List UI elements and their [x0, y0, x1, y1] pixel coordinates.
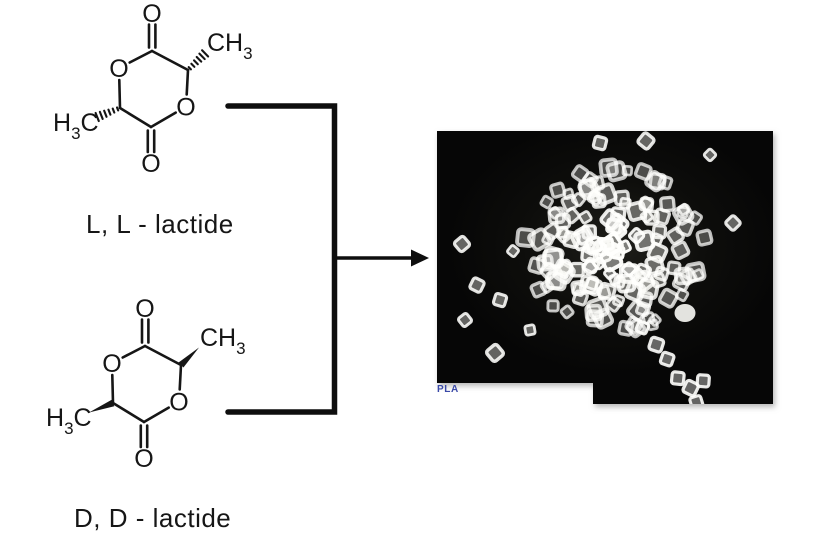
- ring-bond: [111, 373, 115, 405]
- joining-bracket: [225, 103, 338, 415]
- ring-oxygen-right-label: O: [176, 94, 195, 122]
- methyl-sub: 3: [71, 124, 80, 143]
- dd-lactide-structure: O O O O CH3 H3C: [46, 295, 246, 473]
- ring-oxygen-left-label: O: [102, 350, 121, 378]
- methyl-ch: CH: [207, 29, 243, 57]
- stereo-bond-methyl-right: [187, 49, 210, 71]
- dd-lactide-label: D, D - lactide: [74, 503, 232, 533]
- methyl-h: H: [46, 404, 64, 432]
- methyl-sub: 3: [64, 419, 73, 438]
- ring-bond: [121, 344, 147, 359]
- methyl-sub: 3: [236, 339, 245, 358]
- ring-bond: [118, 106, 153, 129]
- ring-oxygen-right-label: O: [169, 389, 188, 417]
- methyl-sub: 3: [243, 44, 252, 63]
- stereo-bond-methyl-right: [178, 347, 199, 368]
- ll-lactide-label: L, L - lactide: [86, 209, 234, 239]
- ring-bond: [149, 111, 177, 129]
- carbonyl-oxygen-top-label: O: [142, 0, 161, 28]
- ring-bond: [142, 406, 170, 424]
- carbonyl-oxygen-top-label: O: [135, 295, 154, 323]
- ring-bond: [128, 49, 154, 64]
- ring-bond: [178, 363, 183, 391]
- ring-oxygen-left-label: O: [109, 55, 128, 83]
- ring-bond: [143, 344, 183, 367]
- pla-pellets-photo: [437, 131, 773, 404]
- pellet-layer: [452, 131, 742, 404]
- methyl-ch: CH: [200, 324, 236, 352]
- carbonyl-oxygen-bottom-label: O: [141, 150, 160, 178]
- pla-caption: PLA: [437, 384, 459, 395]
- reaction-arrow-head: [411, 249, 429, 267]
- ll-lactide-structure: O O O O CH3 H3C: [53, 0, 253, 178]
- methyl-c: C: [81, 109, 99, 137]
- ring-bond: [118, 78, 122, 110]
- methyl-group-label: CH3: [200, 324, 246, 358]
- stereo-bond-methyl-left: [89, 399, 115, 413]
- methyl-group-label: CH3: [207, 29, 253, 63]
- methyl-group-label: H3C: [46, 404, 92, 438]
- ring-bond: [111, 401, 146, 424]
- methyl-h: H: [53, 109, 71, 137]
- ring-bond: [150, 49, 190, 72]
- ring-bond: [185, 68, 190, 96]
- methyl-group-label: H3C: [53, 109, 99, 143]
- methyl-c: C: [74, 404, 92, 432]
- stereo-bond-methyl-left: [94, 106, 120, 123]
- carbonyl-oxygen-bottom-label: O: [134, 445, 153, 473]
